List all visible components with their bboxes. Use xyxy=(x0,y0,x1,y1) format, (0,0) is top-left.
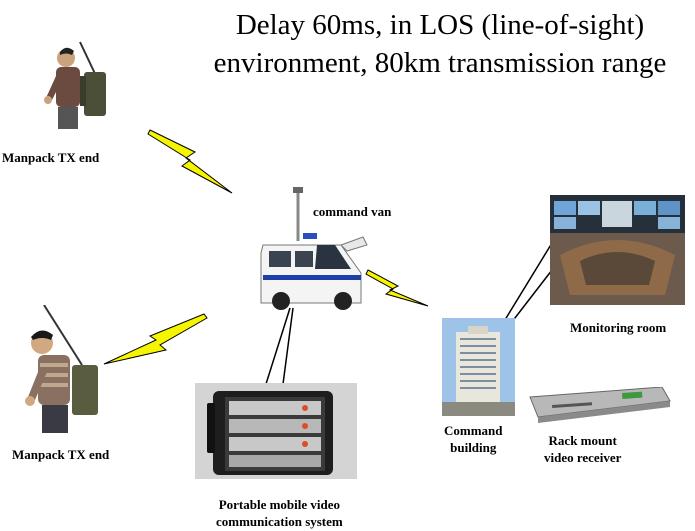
manpack-top-label: Manpack TX end xyxy=(2,150,100,165)
title-line-1: Delay 60ms, in LOS (line-of-sight) xyxy=(235,9,645,41)
manpack-person-bottom-image xyxy=(25,305,98,433)
link-line xyxy=(282,307,294,385)
monitoring-room-label: Monitoring room xyxy=(570,320,667,335)
monitoring-room-image xyxy=(550,195,685,305)
link-line xyxy=(265,307,291,385)
link-line xyxy=(499,242,553,329)
command-building-image xyxy=(442,318,515,416)
rack-receiver-image xyxy=(529,387,671,423)
portable-system-label: Portable mobile video communication syst… xyxy=(216,496,343,530)
command-van-label: command van xyxy=(313,204,392,219)
portable-system-image xyxy=(195,383,357,479)
antenna-icon xyxy=(43,305,83,366)
portable-system-label-line-2: communication system xyxy=(216,514,343,529)
command-building-label-line-2: building xyxy=(450,440,497,455)
lightning-bolt-icon xyxy=(365,269,429,307)
title-line-2: environment, 80km transmission range xyxy=(213,47,667,79)
manpack-bottom-label: Manpack TX end xyxy=(12,447,110,462)
manpack-person-top-image xyxy=(44,41,106,129)
diagram-title: Delay 60ms, in LOS (line-of-sight) envir… xyxy=(190,6,690,82)
command-building-label-line-1: Command xyxy=(444,423,503,438)
lightning-bolt-icon xyxy=(103,313,208,365)
rack-receiver-label-line-1: Rack mount xyxy=(548,433,617,448)
lightning-bolt-icon xyxy=(147,129,233,194)
command-van-image xyxy=(260,187,368,310)
rack-receiver-label: Rack mount video receiver xyxy=(544,432,621,466)
command-building-label: Command building xyxy=(444,422,503,456)
rack-receiver-label-line-2: video receiver xyxy=(544,450,622,465)
portable-system-label-line-1: Portable mobile video xyxy=(218,497,341,512)
